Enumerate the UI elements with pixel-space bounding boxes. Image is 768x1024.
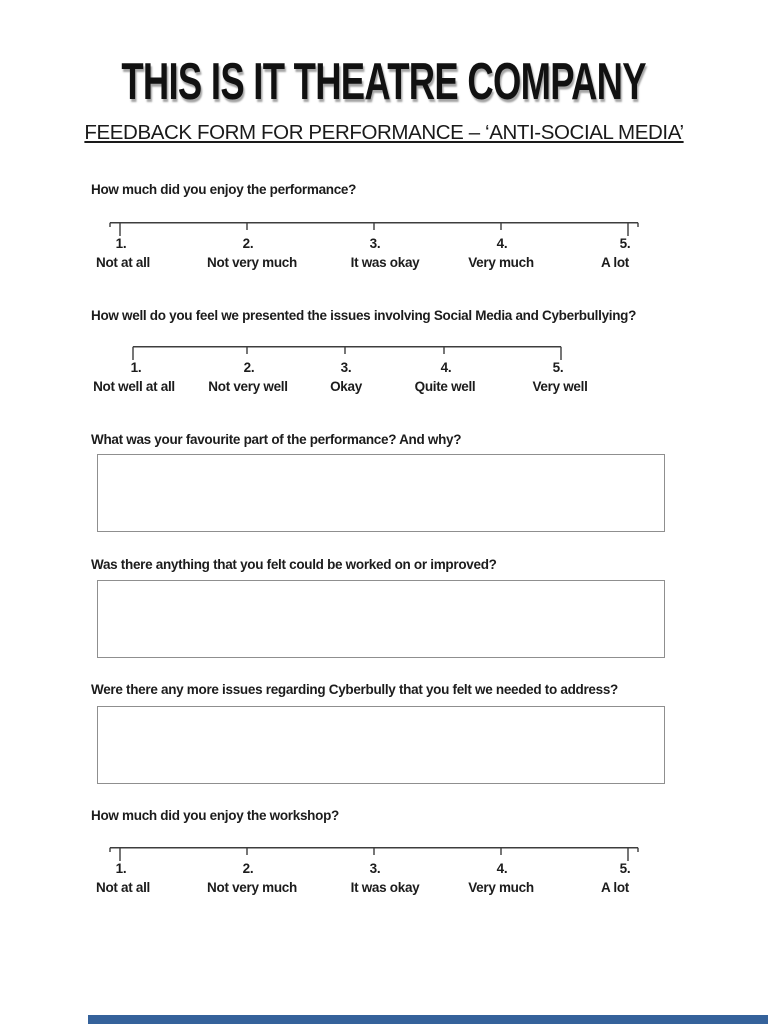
- scale-label-4: Very much: [468, 255, 534, 270]
- scale-point-4[interactable]: 4.: [496, 861, 508, 876]
- scale-point-3[interactable]: 3.: [369, 236, 381, 251]
- answer-box-more-issues[interactable]: [97, 706, 665, 784]
- scale-point-4[interactable]: 4.: [496, 236, 508, 251]
- question-favourite-part: What was your favourite part of the perf…: [91, 432, 462, 447]
- scale-point-2[interactable]: 2.: [242, 236, 254, 251]
- scale-label-2: Not very much: [207, 880, 297, 895]
- scale-point-1[interactable]: 1.: [130, 360, 142, 375]
- scale-label-1: Not at all: [95, 880, 151, 895]
- scale-label-3: It was okay: [350, 255, 420, 270]
- scale-point-4[interactable]: 4.: [440, 360, 452, 375]
- question-more-issues: Were there any more issues regarding Cyb…: [91, 682, 619, 697]
- question-improvements: Was there anything that you felt could b…: [91, 557, 497, 572]
- scale-ruler: [132, 346, 562, 360]
- rating-scale-enjoy-workshop: 1. 2. 3. 4. 5. Not at all Not very much …: [0, 847, 768, 903]
- rating-scale-issues-presented: 1. 2. 3. 4. 5. Not well at all Not very …: [0, 346, 768, 402]
- scale-label-3: Okay: [330, 379, 362, 394]
- page-bottom-bar: [88, 1015, 768, 1024]
- rating-scale-enjoy-performance: 1. 2. 3. 4. 5. Not at all Not very much …: [0, 222, 768, 278]
- scale-label-4: Very much: [468, 880, 534, 895]
- scale-label-3: It was okay: [350, 880, 420, 895]
- page-subtitle: FEEDBACK FORM FOR PERFORMANCE – ‘ANTI-SO…: [84, 121, 684, 144]
- scale-point-2[interactable]: 2.: [242, 861, 254, 876]
- scale-label-1: Not at all: [95, 255, 151, 270]
- question-issues-presented: How well do you feel we presented the is…: [91, 308, 637, 323]
- scale-ruler: [109, 222, 639, 236]
- answer-box-favourite-part[interactable]: [97, 454, 665, 532]
- scale-label-2: Not very much: [207, 255, 297, 270]
- scale-ruler: [109, 847, 639, 861]
- scale-point-3[interactable]: 3.: [369, 861, 381, 876]
- answer-box-improvements[interactable]: [97, 580, 665, 658]
- question-enjoy-workshop: How much did you enjoy the workshop?: [91, 808, 339, 823]
- question-enjoy-performance: How much did you enjoy the performance?: [91, 182, 357, 197]
- scale-point-2[interactable]: 2.: [243, 360, 255, 375]
- page-title: THIS IS IT THEATRE COMPANY: [0, 52, 768, 112]
- scale-point-1[interactable]: 1.: [115, 236, 127, 251]
- scale-label-5: A lot: [601, 255, 629, 270]
- scale-point-1[interactable]: 1.: [115, 861, 127, 876]
- scale-point-3[interactable]: 3.: [340, 360, 352, 375]
- scale-label-4: Quite well: [414, 379, 476, 394]
- scale-point-5[interactable]: 5.: [619, 236, 631, 251]
- scale-label-5: A lot: [601, 880, 629, 895]
- scale-label-5: Very well: [532, 379, 588, 394]
- page-title-text: THIS IS IT THEATRE COMPANY: [121, 53, 647, 111]
- scale-label-1: Not well at all: [93, 379, 175, 394]
- scale-point-5[interactable]: 5.: [619, 861, 631, 876]
- scale-point-5[interactable]: 5.: [552, 360, 564, 375]
- scale-label-2: Not very well: [208, 379, 288, 394]
